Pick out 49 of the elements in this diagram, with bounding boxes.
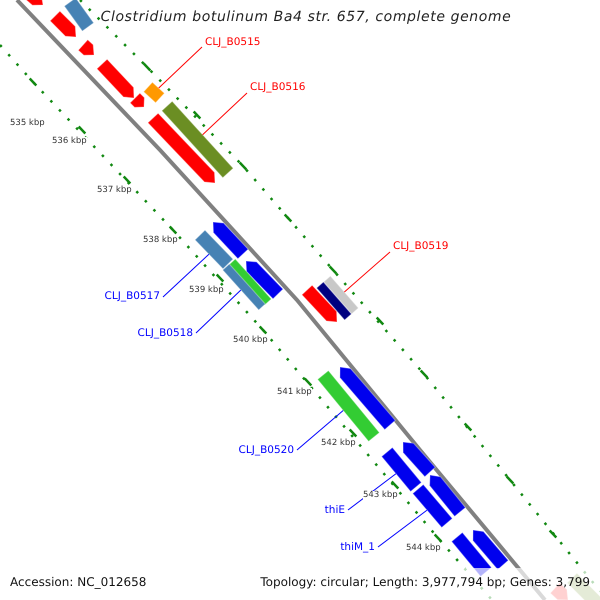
gene-feature (212, 221, 249, 260)
gene-feature (245, 260, 284, 300)
scale-label: 540 kbp (233, 336, 268, 344)
gene-feature (472, 529, 509, 570)
gene-bar (380, 446, 422, 492)
gene-feature (147, 112, 216, 184)
scale-label: 543 kbp (363, 491, 398, 500)
gene-feature (402, 441, 436, 478)
gene-feature (78, 39, 95, 56)
leader-line (202, 92, 248, 136)
gene-feature (339, 366, 396, 430)
scale-label: 544 kbp (406, 544, 441, 552)
scale-label: 539 kbp (189, 286, 224, 294)
gene-feature (129, 92, 145, 108)
scale-label: 537 kbp (97, 186, 132, 194)
scale-label: 538 kbp (143, 236, 178, 244)
gene-label: CLJ_B0520 (238, 445, 294, 456)
gene-label: CLJ_B0518 (138, 328, 193, 338)
leader-line (344, 252, 390, 293)
gene-feature (24, 0, 44, 6)
gene-bar (64, 0, 94, 32)
genome-summary-text: Topology: circular; Length: 3,977,794 bp; Genes: 3,799 (260, 576, 590, 588)
gene-bar (412, 484, 453, 528)
scale-label: 536 kbp (52, 137, 87, 146)
gene-label: CLJ_B0519 (393, 241, 448, 252)
gene-label: CLJ_B0515 (205, 37, 260, 48)
gene-feature (301, 284, 338, 323)
gene-bar (316, 281, 352, 321)
accession-text: Accession: NC_012658 (10, 576, 146, 588)
scale-label: 542 kbp (321, 439, 356, 448)
gene-bar (222, 263, 266, 311)
leader-line (378, 510, 428, 548)
leader-line (158, 46, 202, 89)
leader-line (196, 290, 242, 334)
gene-bar (194, 229, 234, 270)
gene-bar (142, 82, 166, 104)
gene-bar (322, 275, 360, 315)
gene-feature (49, 10, 77, 38)
gene-feature (429, 474, 466, 518)
gene-feature (96, 58, 135, 99)
gene-label: CLJ_B0516 (250, 82, 306, 92)
gene-label: thiE (324, 505, 345, 516)
leader-line (162, 254, 210, 298)
gene-label: thiM_1 (340, 542, 375, 552)
scale-label: 535 kbp (10, 119, 45, 128)
gene-label: CLJ_B0517 (104, 291, 160, 302)
map-title: Clostridium botulinum Ba4 str. 657, complete genome (100, 10, 512, 24)
gene-bar (161, 100, 234, 178)
leader-line (296, 410, 344, 450)
